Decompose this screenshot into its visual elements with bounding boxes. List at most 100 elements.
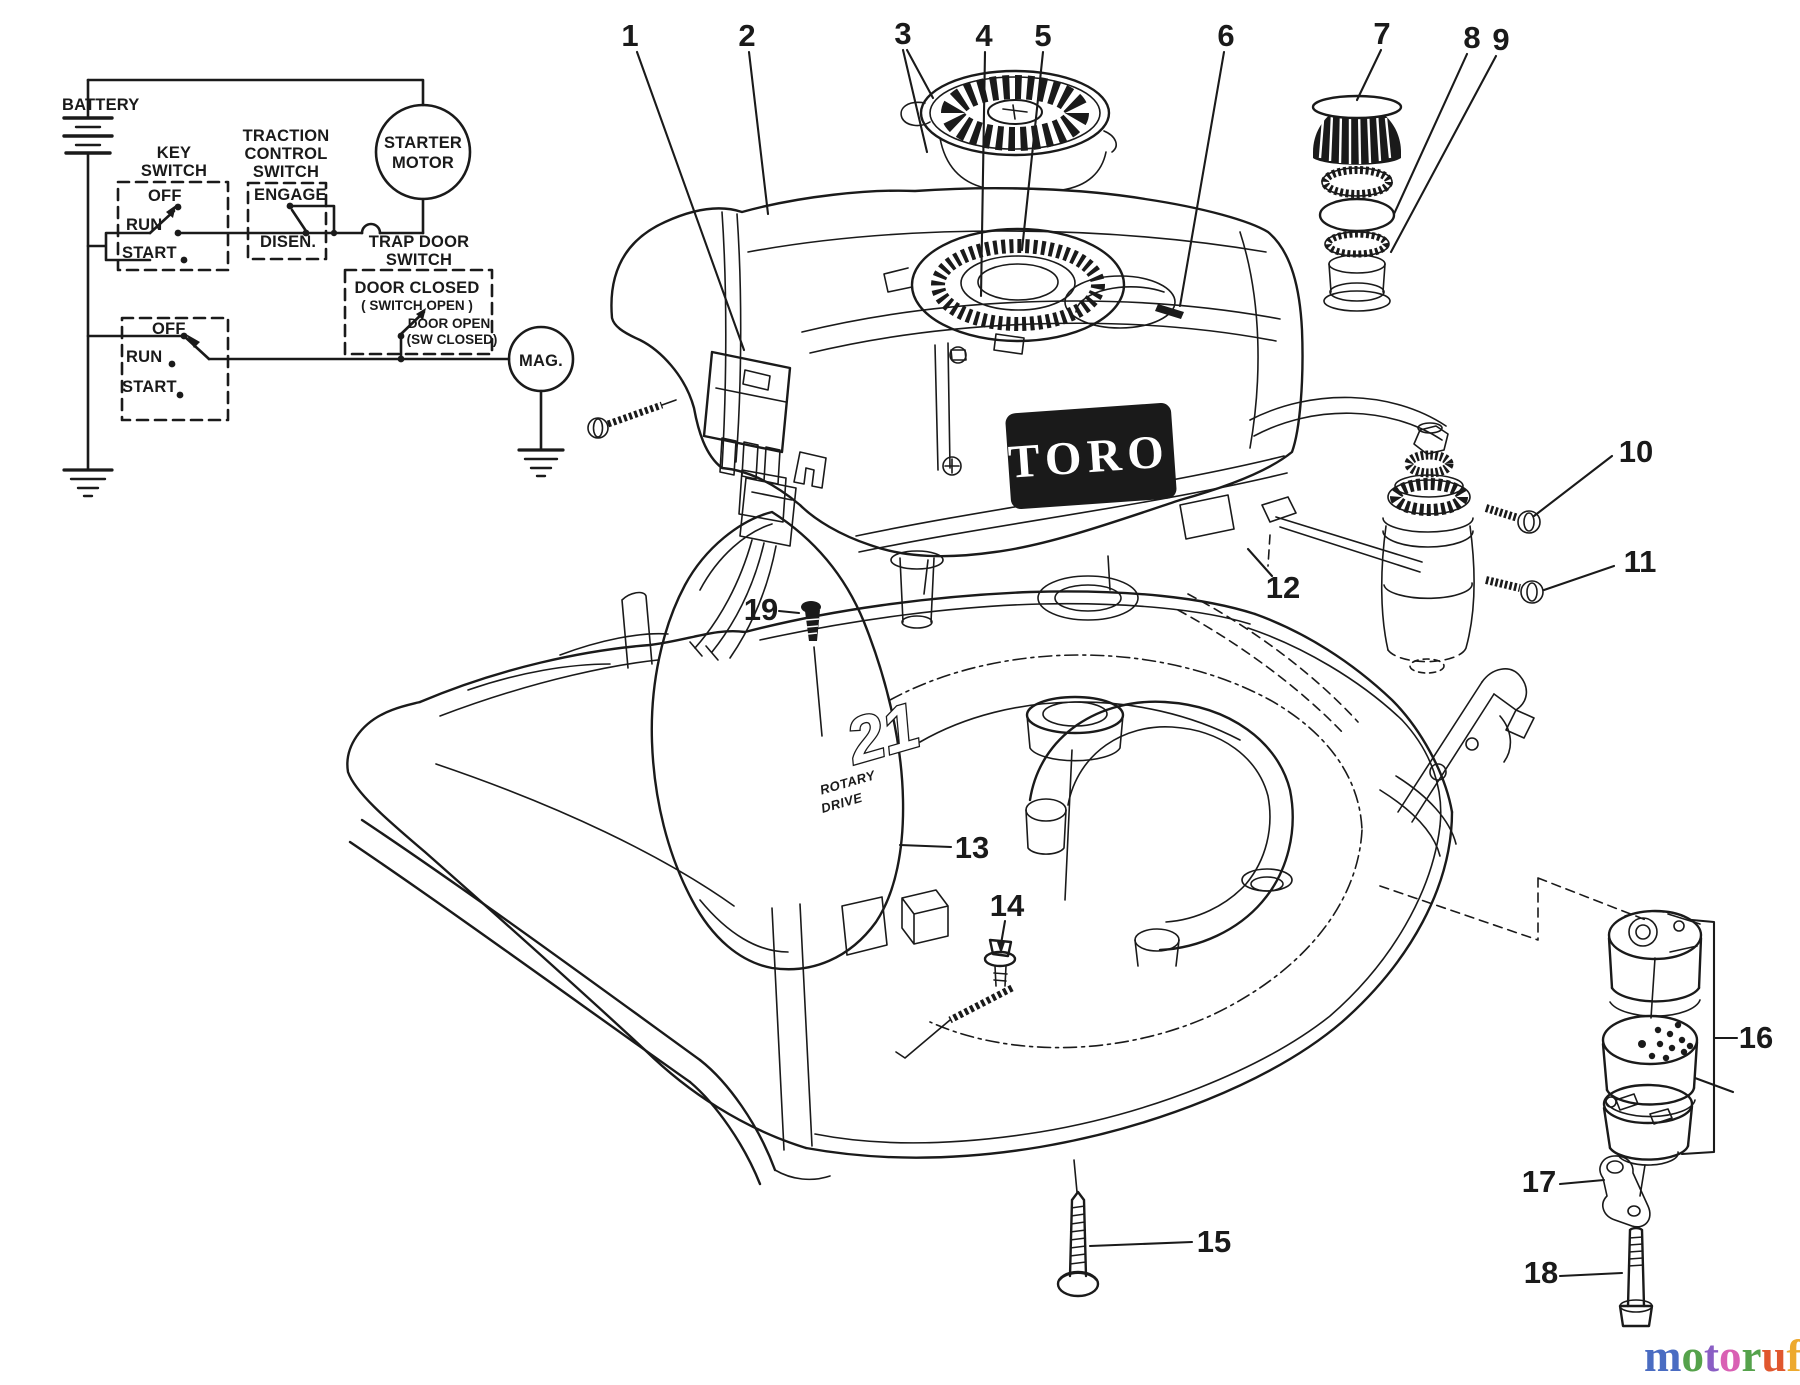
sw-closed-label: (SW CLOSED) (407, 332, 498, 347)
callout-8-number: 8 (1463, 20, 1480, 55)
callout-12-number: 12 (1266, 570, 1300, 605)
callout-18: 18 (1524, 1255, 1624, 1290)
shroud-phillips-screw (942, 456, 962, 476)
traction-label-2: CONTROL (245, 145, 328, 163)
throttle-spring (895, 984, 1014, 1059)
door-closed-label: DOOR CLOSED (354, 279, 479, 297)
muffler (1037, 575, 1139, 621)
callout-9: 9 (1389, 22, 1510, 254)
wm-letter: o (1719, 1331, 1742, 1381)
wm-letter: f (1787, 1331, 1800, 1381)
clutch-assembly (1379, 877, 1703, 1328)
door-open-label: DOOR OPEN (408, 316, 491, 331)
blade-housing-boss (1025, 700, 1294, 967)
callout-11: 11 (1542, 544, 1656, 592)
callout-2-number: 2 (738, 18, 755, 53)
wm-letter: r (1742, 1331, 1762, 1381)
ground-symbol-right (517, 448, 565, 478)
callout-10: 10 (1532, 434, 1653, 518)
starter-motor-label-1: STARTER (384, 134, 462, 152)
electric-starter-motor (1380, 422, 1475, 674)
key-switch-label-1: KEY (157, 144, 192, 162)
shroud-hex-bolt (949, 346, 967, 364)
trap-door-switch: TRAP DOOR SWITCH DOOR CLOSED ( SWITCH OP… (343, 233, 498, 363)
key1-off-label: OFF (148, 187, 182, 205)
flywheel-screen (883, 227, 1126, 355)
traction-control-switch: TRACTION CONTROL SWITCH ENGAGE DISEN. (243, 127, 338, 261)
callout-18-number: 18 (1524, 1255, 1558, 1290)
starter-motor-circle: STARTER MOTOR (374, 103, 472, 235)
starter-motor-label-2: MOTOR (392, 154, 454, 172)
starter-screw-11 (1485, 576, 1544, 604)
callout-4: 4 (975, 18, 993, 298)
belt-cover: 21 ROTARY DRIVE (650, 510, 928, 971)
callout-15-number: 15 (1197, 1224, 1231, 1259)
callout-5-number: 5 (1034, 18, 1051, 53)
engine-assembly: TORO (587, 69, 1544, 674)
wiring-schematic: BATTERY STARTER MOTOR KEY SWITCH OFF RUN… (62, 78, 575, 498)
trap-label-1: TRAP DOOR (369, 233, 470, 251)
watermark: motoruf.de (1644, 1331, 1800, 1381)
callout-9-number: 9 (1492, 22, 1509, 57)
crankshaft-pulley (890, 550, 944, 629)
switch-open-label: ( SWITCH OPEN ) (361, 298, 473, 313)
deck-block (901, 889, 949, 945)
callout-16: 16 (1680, 918, 1773, 1156)
battery-label: BATTERY (62, 96, 139, 114)
callout-5: 5 (1020, 18, 1052, 252)
callout-17: 17 (1522, 1164, 1606, 1199)
wm-letter: u (1761, 1331, 1786, 1381)
wire-hop (360, 222, 382, 235)
fuel-cap-stack (1311, 94, 1403, 312)
callout-10-number: 10 (1619, 434, 1653, 469)
watermark-logo-text: motoruf.de (1644, 1331, 1800, 1381)
callout-13: 13 (898, 830, 989, 865)
wm-letter: o (1682, 1331, 1705, 1381)
callout-4-number: 4 (975, 18, 993, 53)
governor-pin (1155, 304, 1184, 319)
callout-7-number: 7 (1373, 16, 1390, 51)
clutch-top-cylinder (1607, 909, 1703, 1019)
wm-letter: m (1644, 1331, 1682, 1381)
key2-run-label: RUN (126, 348, 162, 366)
callout-3: 3 (894, 16, 935, 154)
callout-13-number: 13 (955, 830, 989, 865)
engine-mount-feet (738, 469, 1235, 540)
clutch-bottom-drum (1602, 1083, 1694, 1197)
engine-deck-links (923, 555, 1111, 595)
callout-15: 15 (1088, 1224, 1231, 1259)
trap-label-2: SWITCH (386, 251, 452, 269)
disengage-label: DISEN. (260, 233, 316, 251)
toro-brand-text: TORO (1007, 426, 1172, 489)
callout-1: 1 (621, 18, 746, 352)
callout-6-number: 6 (1217, 18, 1234, 53)
battery-to-starter-wire (86, 78, 425, 107)
key1-start-label: START (122, 244, 177, 262)
clutch-middle-disc (1601, 1014, 1699, 1118)
primer-oval (1064, 275, 1176, 329)
clutch-bolt-18 (1618, 1226, 1654, 1328)
starter-screw-10 (1484, 504, 1541, 534)
callout-3-number: 3 (894, 16, 911, 51)
callout-19: 19 (744, 592, 801, 627)
callout-16-number: 16 (1739, 1020, 1773, 1055)
rear-bracket (1177, 593, 1535, 857)
crank-hub-ring (1025, 695, 1125, 901)
deck-bolt-15 (1056, 1159, 1100, 1298)
deck-hole-inner (1250, 876, 1284, 892)
deck-decal: 21 ROTARY DRIVE (818, 688, 928, 816)
key-switch-upper: KEY SWITCH OFF RUN START (86, 144, 230, 272)
engine-switch-box (587, 350, 827, 489)
wm-letter: t (1704, 1331, 1719, 1381)
ground-symbol-left (62, 468, 114, 498)
mag-label: MAG. (519, 352, 563, 370)
callout-14-number: 14 (990, 888, 1025, 923)
toro-label: TORO (1005, 403, 1177, 509)
deck-bolt-14 (983, 938, 1017, 987)
callout-14: 14 (990, 888, 1025, 954)
battery-symbol (62, 78, 114, 155)
callout-8: 8 (1392, 20, 1481, 216)
key2-start-label: START (122, 378, 177, 396)
